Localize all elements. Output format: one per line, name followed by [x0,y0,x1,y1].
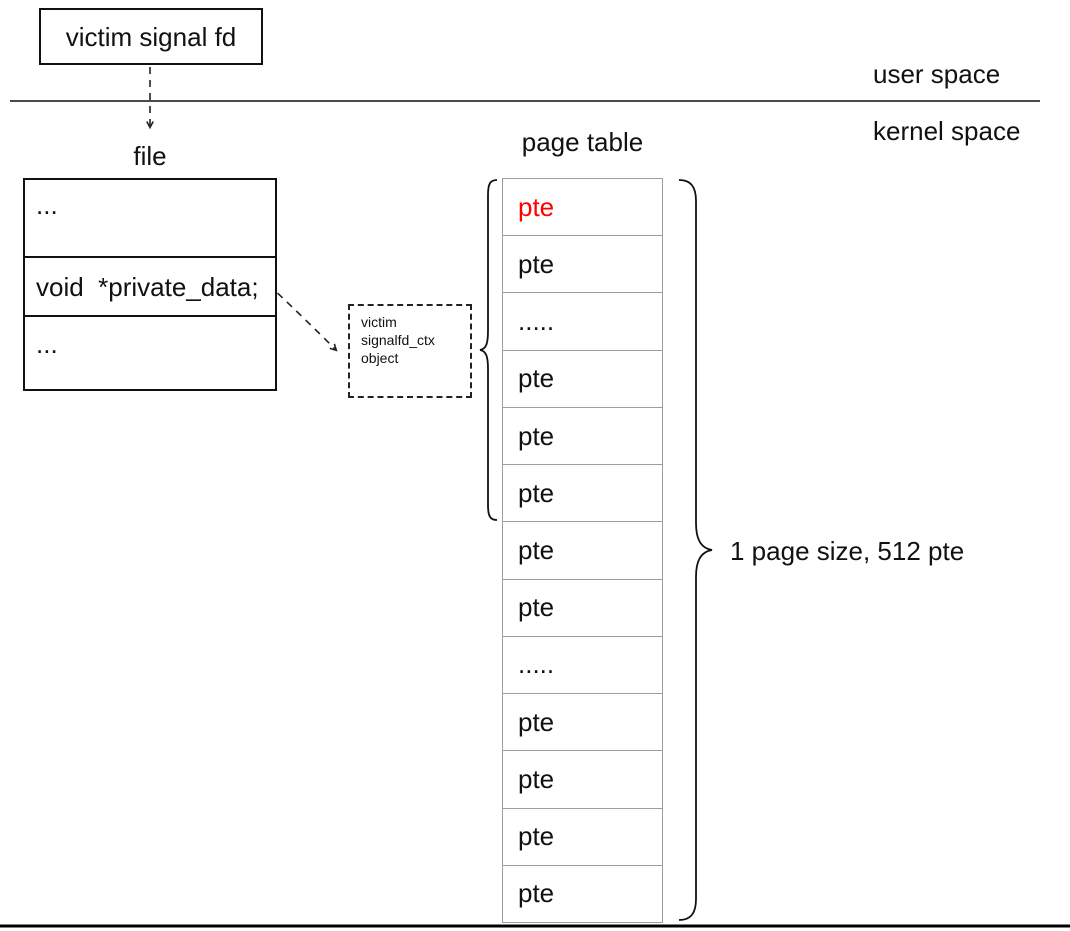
user-space-label: user space [873,59,1001,89]
pte-row: pte [503,521,662,578]
pte-row: pte [503,464,662,521]
pte-row-ellipsis: ..... [503,635,662,693]
pte-row: pte [503,693,662,750]
pte-row: pte [503,235,662,292]
pte-row: pte [503,750,662,807]
ctx-line-object: object [361,350,399,366]
signalfd-ctx-box: victim signalfd_ctx object [348,304,472,398]
pte-row: pte [518,191,555,222]
file-row-ellipsis-bottom: ... [25,315,275,389]
pte-row: pte [503,578,662,636]
ctx-line-victim: victim [361,314,397,330]
page-size-brace [678,179,713,921]
kernel-space-label: kernel space [873,116,1021,146]
pte-row: pte [503,349,662,407]
pte-row: pte [503,406,662,464]
page-table: pte pte ..... pte pte pte pte pte ..... … [502,178,663,923]
private-data-to-ctx-arrow [267,283,338,352]
pte-row: pte [503,807,662,865]
pte-row: pte [503,864,662,922]
page-size-label: 1 page size, 512 pte [730,536,965,566]
file-struct-box: ... void *private_data; ... [23,178,277,391]
ctx-line-signalfd-ctx: signalfd_ctx [361,332,435,348]
file-row-ellipsis-top: ... [36,190,58,220]
file-struct-title: file [133,141,167,171]
page-table-title: page table [521,127,644,157]
ctx-span-brace [479,179,498,521]
file-row-private-data: void *private_data; [25,256,275,315]
victim-signal-fd-box: victim signal fd [39,8,263,65]
pte-row-ellipsis: ..... [503,292,662,349]
victim-signal-fd-label: victim signal fd [65,21,237,52]
